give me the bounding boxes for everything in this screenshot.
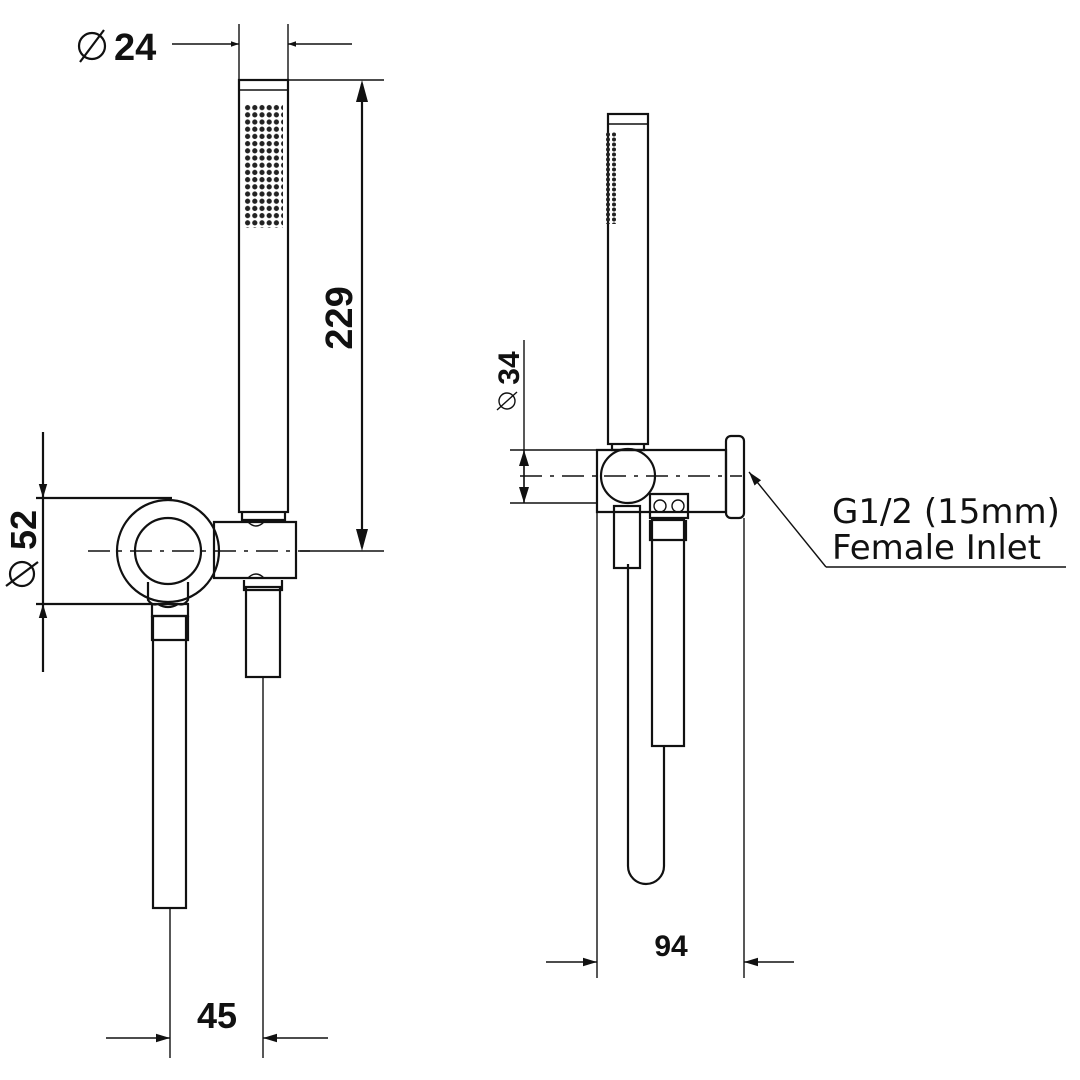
side-handpiece-body [606,112,650,446]
side-hose-long [650,518,686,748]
hose-bracket-side [244,585,282,679]
side-spray-nozzles [605,132,617,224]
handpiece-body [237,78,290,514]
hose-long [151,614,188,910]
side-view: 34 94 G1/2 (15mm) Female Inlet [493,112,1066,978]
dim-projection: 94 [654,930,688,963]
dim-bracket-diameter: 52 [3,510,44,550]
front-view: 24 229 52 45 [3,24,384,1058]
side-hose-short [612,504,642,570]
spray-face-nozzles [244,104,283,228]
dim-bracket-offset: 45 [197,995,237,1036]
callout-female-inlet: Female Inlet [832,528,1041,568]
dim-elbow-diameter: 34 [493,351,526,385]
side-hose-loop [626,564,666,886]
bracket-holder [212,520,298,580]
dim-handpiece-diameter: 24 [114,27,156,69]
dim-handpiece-length: 229 [319,286,361,349]
side-wall-flange [724,434,746,520]
callout-thread-size: G1/2 (15mm) [832,492,1060,532]
side-elbow-body [595,448,728,514]
